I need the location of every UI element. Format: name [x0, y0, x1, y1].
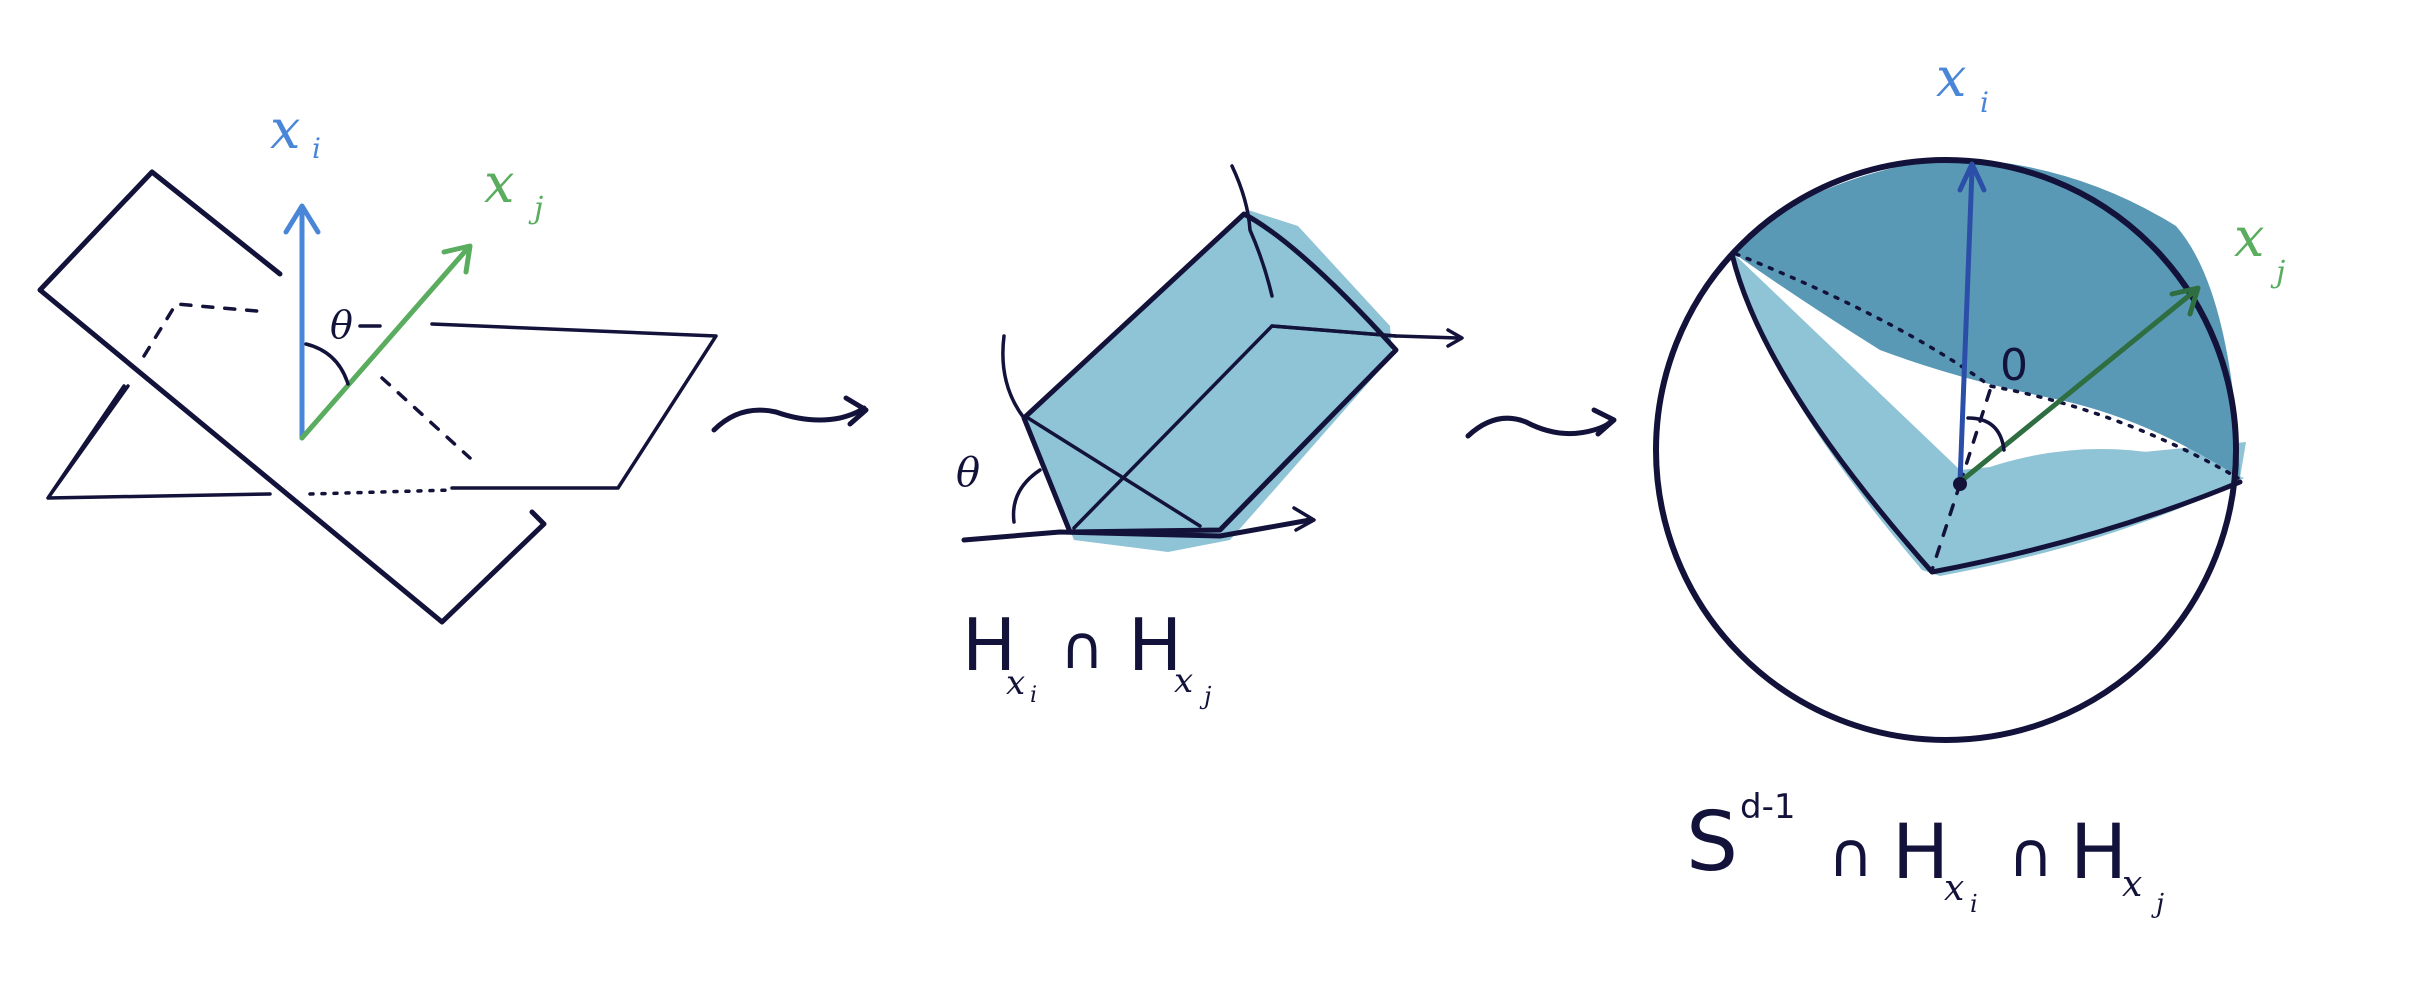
- svg-text:x: x: [1174, 661, 1193, 701]
- svg-text:j: j: [2151, 889, 2164, 919]
- axis-left-curve: [1001, 334, 1026, 420]
- panel-hyperplanes: θ x i x j: [37, 98, 718, 625]
- axis-horizontal-arrowhead: [1292, 506, 1316, 532]
- svg-text:i: i: [1970, 890, 1978, 918]
- svg-text:H: H: [962, 603, 1016, 687]
- axis-horizontal: [961, 517, 1313, 543]
- wedge-fill: [1024, 210, 1392, 552]
- svg-text:∩: ∩: [1060, 613, 1104, 683]
- sphere-wedge-light-lower: [1940, 449, 2244, 574]
- vector-xi-arrowhead: [283, 203, 321, 235]
- plane-intersection-line: [380, 376, 472, 460]
- svg-text:H: H: [1892, 807, 1949, 896]
- label-xi-3: x i: [1936, 46, 1989, 119]
- angle-arc-2: [1011, 468, 1042, 524]
- label-theta-2: θ: [956, 450, 980, 496]
- svg-text:x: x: [1006, 663, 1025, 703]
- svg-text:i: i: [1980, 86, 1989, 119]
- hyperplane-xi: [37, 169, 547, 625]
- svg-text:H: H: [2070, 807, 2127, 896]
- svg-text:S: S: [1686, 795, 1738, 890]
- hyperplane-back-edge-dotted: [308, 488, 454, 496]
- label-theta-1: θ: [330, 303, 353, 347]
- svg-text:x: x: [1944, 868, 1964, 909]
- axis-depth-arrowhead: [1446, 328, 1464, 348]
- panel-intersection-wedge: θ H x i ∩ H x j: [956, 164, 1464, 710]
- svg-text:x: x: [484, 152, 514, 215]
- svg-text:i: i: [312, 132, 321, 165]
- svg-text:∩: ∩: [2008, 818, 2053, 891]
- axis-depth: [1270, 324, 1460, 340]
- center-dashed: [1930, 482, 1962, 572]
- svg-text:i: i: [1030, 683, 1037, 708]
- vector-xj-arrowhead: [441, 243, 473, 275]
- sphere-wedge-dark: [1732, 158, 2240, 478]
- label-sphere-intersection: S d-1 ∩ H x i ∩ H x j: [1686, 787, 2164, 919]
- svg-text:∩: ∩: [1828, 818, 1873, 891]
- svg-text:j: j: [1199, 682, 1212, 710]
- vector-xj-sphere-arrowhead: [2169, 285, 2201, 317]
- label-intersection: H x i ∩ H x j: [962, 603, 1212, 710]
- svg-text:x: x: [2234, 206, 2264, 269]
- sphere-center-point: [1953, 477, 1967, 491]
- center-to-top-dashed: [1958, 382, 1994, 486]
- svg-text:H: H: [1128, 603, 1182, 687]
- svg-text:d-1: d-1: [1740, 787, 1795, 827]
- label-xi-1: x i: [270, 98, 321, 165]
- axis-vertical-back: [1230, 164, 1274, 298]
- svg-text:x: x: [270, 98, 300, 161]
- angle-arc: [304, 342, 350, 386]
- svg-text:j: j: [528, 191, 543, 226]
- vector-xj-sphere: [1957, 287, 2199, 485]
- angle-arc-3: [1966, 416, 2006, 452]
- vector-xi-sphere: [1957, 167, 1975, 485]
- svg-text:x: x: [2122, 864, 2142, 905]
- svg-text:j: j: [2270, 255, 2285, 290]
- hyperplane-back-edge-dashed: [142, 302, 270, 358]
- wedge-boundary-dotted-1: [1734, 252, 2240, 480]
- svg-text:x: x: [1936, 46, 1966, 109]
- label-xj-1: x j: [484, 152, 543, 226]
- hyperplane-xj: [46, 322, 718, 500]
- label-zero: 0: [2000, 340, 2028, 391]
- wedge-edges: [1021, 211, 1399, 535]
- vector-xi-sphere-arrowhead: [1957, 161, 1987, 193]
- label-xj-3: x j: [2234, 206, 2285, 290]
- transition-arrow-2: [1465, 407, 1617, 439]
- panel-sphere: 0 x i x j S d-1 ∩ H x i ∩ H x j: [1653, 46, 2285, 919]
- vector-xj: [299, 245, 471, 441]
- sphere-outline: [1653, 157, 2239, 743]
- transition-arrow-1: [711, 395, 869, 433]
